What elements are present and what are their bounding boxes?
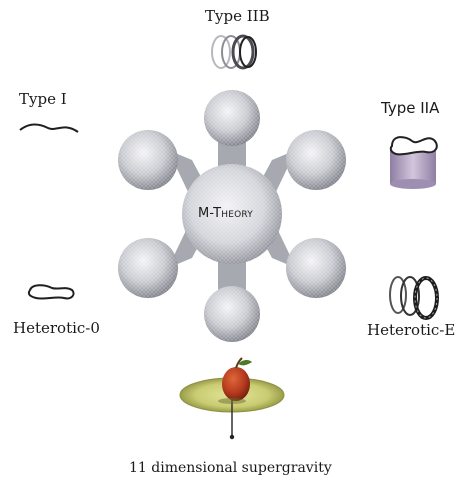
heterotic-o-label: Heterotic-0 [13, 321, 100, 336]
heterotic-e-label: Heterotic-E [367, 323, 455, 338]
supergravity-apple-disk-icon [180, 358, 284, 439]
type-iib-label: Type IIB [205, 9, 270, 24]
supergravity-label: 11 dimensional supergravity [129, 461, 332, 475]
m-theory-label: M-Theory [198, 206, 253, 221]
type-iib-rings-icon [212, 36, 256, 68]
heterotic-e-rings-icon [390, 277, 437, 318]
type-i-label: Type I [19, 92, 67, 107]
heterotic-o-string-icon [29, 285, 74, 298]
type-iia-cylinder-icon [390, 137, 437, 189]
type-iia-label: Type IIA [381, 101, 439, 116]
open-string-icon [20, 125, 78, 133]
